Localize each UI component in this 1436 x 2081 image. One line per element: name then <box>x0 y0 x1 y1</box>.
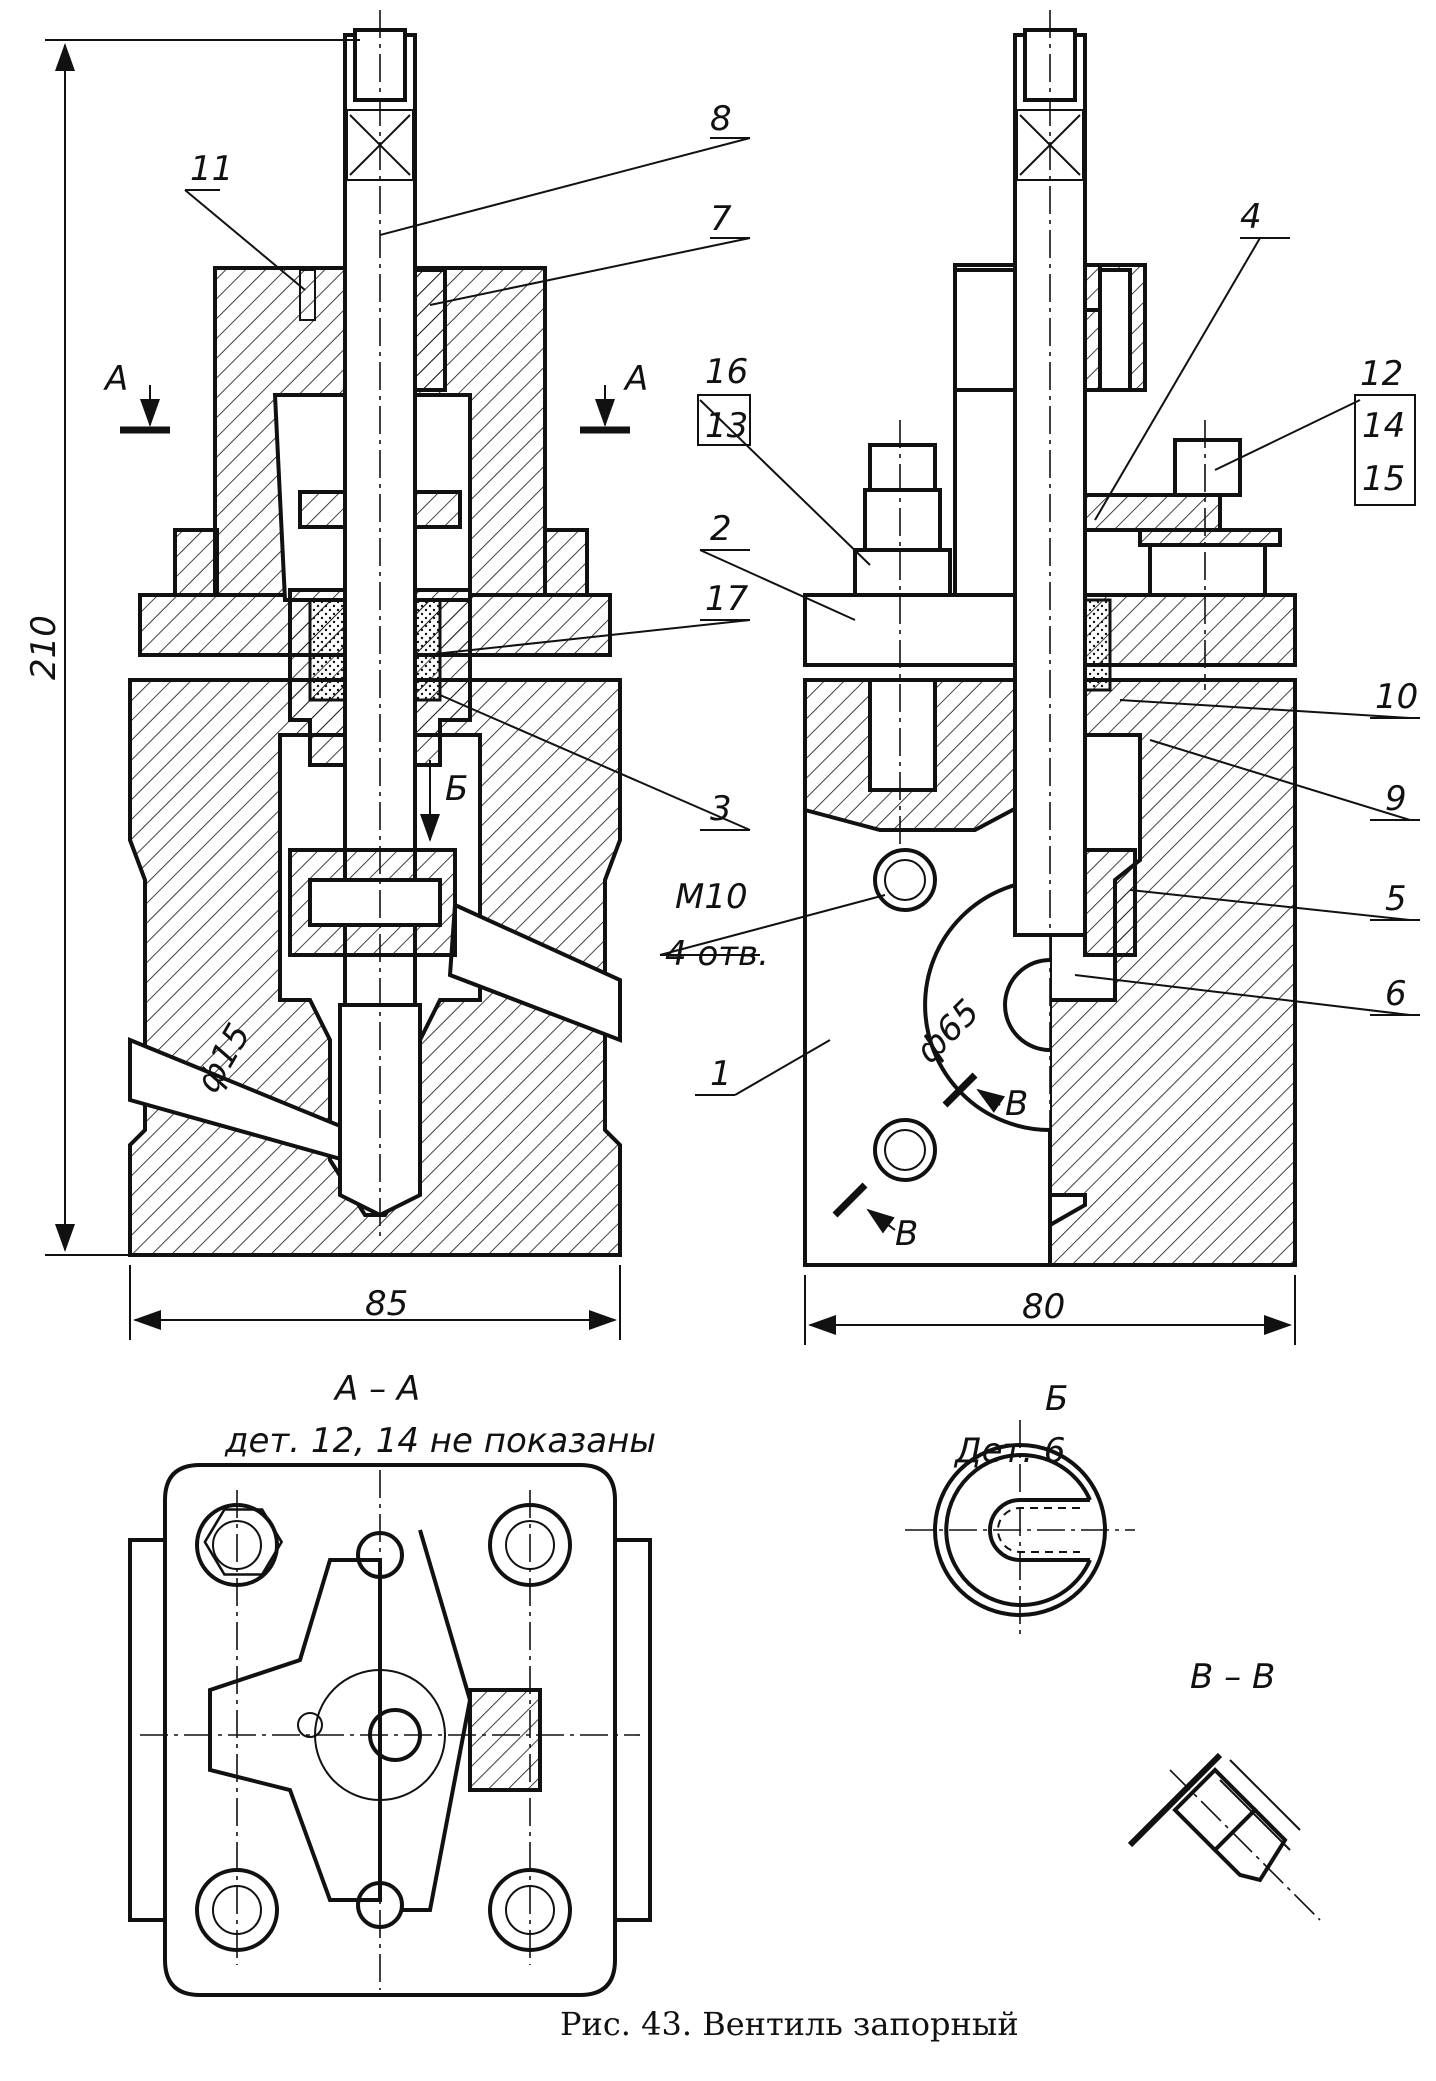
label-part-17: 17 <box>705 579 749 619</box>
bushing-part-7 <box>413 268 447 392</box>
section-v-bottom: В <box>895 1214 918 1254</box>
bolt-hole <box>873 848 937 912</box>
label-part-16: 16 <box>705 352 748 392</box>
figure-caption: Рис. 43. Вентиль запорный <box>560 2005 1019 2043</box>
section-vv-view <box>1127 1752 1321 1921</box>
dimension-80-text: 80 <box>1022 1287 1065 1327</box>
dimension-210-text: 210 <box>24 615 64 680</box>
section-a-right: А <box>623 359 648 399</box>
dimension-210 <box>45 39 360 1256</box>
section-b-arrow: Б <box>445 769 468 809</box>
label-part-8: 8 <box>710 99 732 139</box>
label-part-1: 1 <box>710 1054 732 1094</box>
section-aa-note: дет. 12, 14 не показаны <box>224 1421 656 1461</box>
section-vv-title: В – В <box>1190 1657 1275 1697</box>
flange-arc <box>923 878 1051 1132</box>
label-part-15: 15 <box>1362 459 1405 499</box>
label-part-3: 3 <box>710 789 732 829</box>
bracket-part-4 <box>1068 493 1222 532</box>
section-v-top: В <box>1005 1084 1028 1124</box>
thread-text: M10 <box>675 877 748 917</box>
label-part-14: 14 <box>1362 406 1405 446</box>
dimension-85-text: 85 <box>365 1284 408 1324</box>
label-part-11: 11 <box>190 149 233 189</box>
label-part-12: 12 <box>1360 354 1403 394</box>
label-part-6: 6 <box>1385 974 1407 1014</box>
holes-text: 4 отв. <box>665 934 769 974</box>
label-part-9: 9 <box>1385 779 1407 819</box>
view-b-detail-6 <box>905 1420 1135 1640</box>
section-a-left: А <box>103 359 128 399</box>
bolt-hole <box>873 1118 937 1182</box>
view-b-note: Дет. 6 <box>953 1431 1066 1471</box>
leader-lines <box>184 137 1420 1096</box>
section-aa-title: А – А <box>333 1369 420 1409</box>
label-part-13: 13 <box>705 406 748 446</box>
label-part-5: 5 <box>1385 879 1407 919</box>
label-part-4: 4 <box>1240 197 1262 237</box>
side-view <box>803 10 1297 1267</box>
label-part-7: 7 <box>710 199 732 239</box>
label-part-10: 10 <box>1375 677 1418 717</box>
front-section-view <box>120 10 630 1257</box>
dimension-85 <box>129 1265 621 1340</box>
section-aa-view <box>128 1463 652 1997</box>
dimension-80 <box>804 1275 1296 1345</box>
view-b-title: Б <box>1045 1379 1068 1419</box>
label-part-2: 2 <box>710 509 732 549</box>
